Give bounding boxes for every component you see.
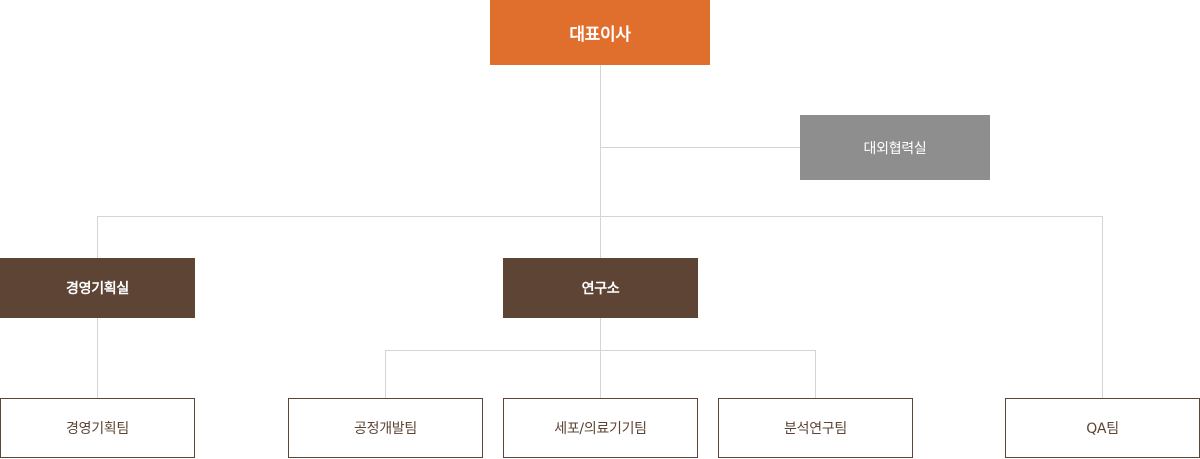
ceo-box: 대표이사 (490, 0, 710, 65)
connector-ceo-trunk (600, 65, 601, 258)
research-institute-box: 연구소 (503, 258, 698, 318)
qa-team-box: QA팀 (1005, 398, 1200, 458)
process-dev-team-box: 공정개발팀 (288, 398, 483, 458)
connector-external-office (600, 147, 800, 148)
connector-planning-team (97, 318, 98, 398)
connector-qa-drop (1102, 216, 1103, 398)
connector-level1-horizontal (97, 216, 1103, 217)
planning-team-box: 경영기획팀 (0, 398, 195, 458)
connector-analysis-drop (815, 350, 816, 398)
cell-device-team-box: 세포/의료기기팀 (503, 398, 698, 458)
connector-research-horizontal (385, 350, 816, 351)
connector-research-down (600, 318, 601, 398)
external-office-box: 대외협력실 (800, 115, 990, 180)
analysis-research-team-box: 분석연구팀 (718, 398, 913, 458)
connector-planning-drop (97, 216, 98, 258)
connector-process-dev-drop (385, 350, 386, 398)
planning-office-box: 경영기획실 (0, 258, 195, 318)
